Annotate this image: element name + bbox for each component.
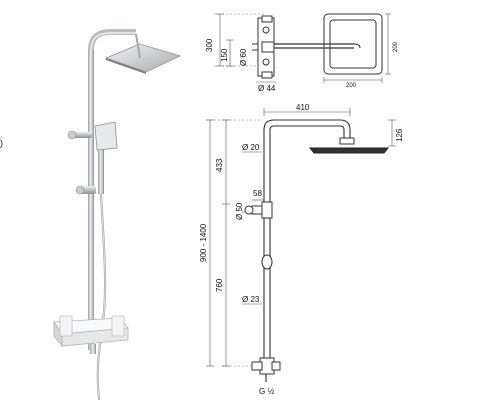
label-dia-20: Ø 20 [242,143,260,152]
label-dia-23: Ø 23 [242,295,260,304]
shower-hose [96,193,107,401]
head-plan-inner [329,19,377,69]
label-433: 433 [215,158,224,172]
slide-coupling [261,254,273,270]
label-inlet: G ½ [259,387,274,396]
label-760: 760 [215,278,224,292]
label-dia-50: Ø 50 [235,202,244,220]
product-photo: ) [0,29,182,401]
label-total-range: 900 - 1400 [199,223,208,262]
side-elevation-view [214,13,391,83]
label-head-width-200: 200 [346,83,357,89]
side-elevation-labels: 300 150 Ø 60 Ø 44 200 200 [205,38,399,93]
riser-pipe [88,48,94,350]
shower-arm [88,29,136,51]
label-150: 150 [220,48,229,62]
arm-front [263,119,351,140]
hand-shower-head [94,121,118,151]
front-elevation-view [206,108,396,382]
front-elevation-labels: 410 126 Ø 20 433 900 - 1400 58 Ø 50 760 … [199,103,404,396]
overhead-shower-head [104,43,182,73]
mixer-handle-left [59,315,73,337]
label-126: 126 [395,128,404,142]
label-58: 58 [253,189,262,198]
head-front [308,147,390,154]
label-410: 410 [296,103,310,112]
label-dia-44: Ø 44 [258,84,276,93]
head-plan-outer [323,13,383,75]
label-head-height-200: 200 [393,41,399,52]
hand-shower-handle [98,150,104,194]
svg-text:): ) [0,138,3,148]
mixer-handle-right [111,315,125,337]
label-dia-60: Ø 60 [239,48,248,66]
label-300: 300 [205,38,214,52]
